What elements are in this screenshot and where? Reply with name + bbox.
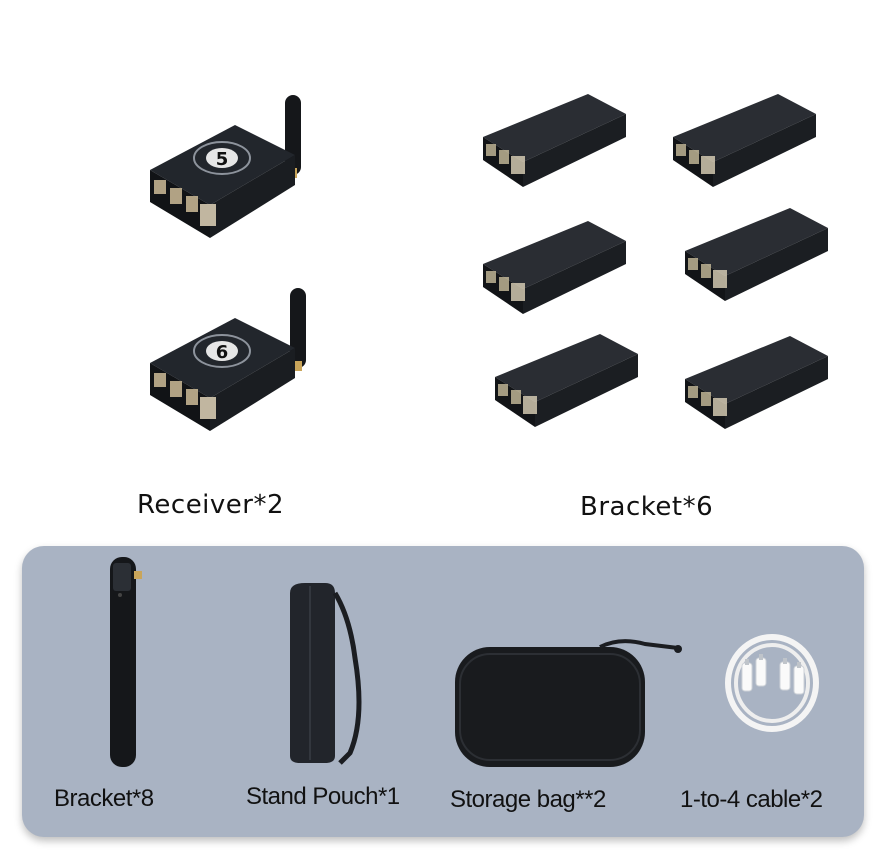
bracket-device-6 [685, 336, 828, 429]
bracket-device-4 [685, 208, 828, 301]
stand-pouch-image [290, 583, 362, 765]
cable-image [725, 634, 819, 732]
bracket-top-label: Bracket*6 [580, 492, 714, 522]
accessories-panel [22, 546, 864, 837]
receiver-number: 6 [216, 342, 229, 363]
stand-pouch-label: Stand Pouch*1 [246, 783, 400, 810]
bracket-stick-image [110, 557, 142, 767]
receiver-number: 5 [216, 149, 229, 170]
receiver-device-5: 5 [150, 95, 301, 238]
bracket-device-3 [483, 221, 626, 314]
storage-bag-label: Storage bag**2 [450, 786, 606, 813]
bracket-device-2 [673, 94, 816, 187]
receiver-label: Receiver*2 [137, 490, 285, 520]
receiver-device-6: 6 [150, 288, 306, 431]
bracket-device-1 [483, 94, 626, 187]
storage-bag-image [455, 639, 682, 767]
cable-label: 1-to-4 cable*2 [680, 786, 823, 813]
bracket-bottom-label: Bracket*8 [54, 785, 154, 812]
bracket-device-5 [495, 334, 638, 427]
